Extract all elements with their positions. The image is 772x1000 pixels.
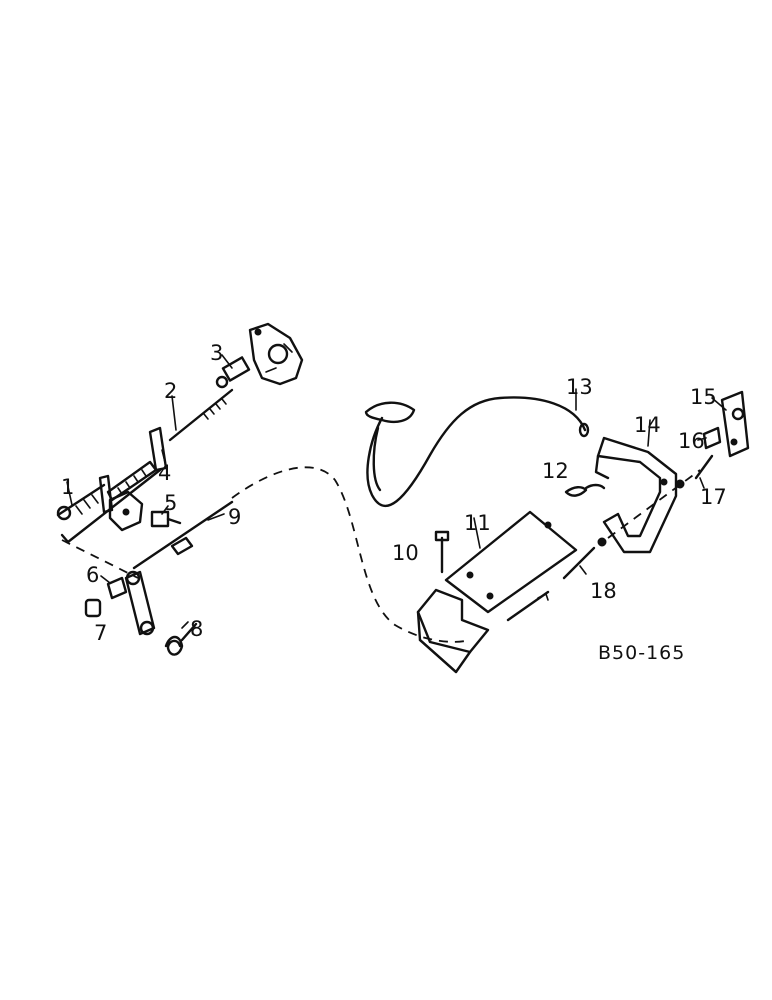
callout-8: 8	[190, 617, 203, 641]
block-clamp	[108, 490, 144, 532]
drawing-number: B50-165	[598, 642, 685, 664]
callout-5: 5	[164, 491, 177, 515]
callout-4: 4	[158, 461, 171, 485]
linkage-dashed-path	[61, 466, 471, 643]
part-9-cable	[132, 500, 234, 570]
part-12-spring	[564, 483, 606, 497]
part-3-fitting	[215, 356, 251, 389]
part-7-nut	[84, 598, 102, 618]
callout-13: 13	[566, 375, 593, 399]
part-17-bolt	[675, 454, 714, 489]
part-5-swivel	[150, 510, 182, 528]
callout-16: 16	[678, 429, 705, 453]
alignment-dashed-line	[607, 469, 701, 539]
part-11-pedal-plate	[444, 510, 578, 614]
pedal-bracket-base	[416, 588, 550, 674]
callout-18: 18	[590, 579, 617, 603]
part-15-bracket-plate	[720, 390, 750, 458]
callout-2: 2	[164, 379, 177, 403]
part-16-stud	[702, 426, 722, 450]
callout-15: 15	[690, 385, 717, 409]
part-8-spring	[164, 622, 198, 656]
part-6-spacer	[106, 576, 128, 600]
callout-11: 11	[464, 511, 491, 535]
callout-6: 6	[86, 563, 99, 587]
part-2-rod	[168, 388, 234, 442]
part-18-bolt	[562, 537, 607, 580]
carburetor-housing	[248, 322, 304, 386]
callout-14: 14	[634, 413, 661, 437]
callout-1: 1	[61, 475, 74, 499]
callout-3: 3	[210, 341, 223, 365]
pivot-arm	[124, 570, 156, 636]
part-13-pedal-rod	[364, 396, 590, 508]
part-10-bolt	[434, 530, 450, 574]
callout-10: 10	[392, 541, 419, 565]
callout-leaders	[66, 354, 727, 629]
callout-7: 7	[94, 621, 107, 645]
part-14-bracket	[594, 436, 678, 554]
part-1-bolt	[56, 483, 106, 521]
callout-9: 9	[228, 505, 241, 529]
part-4-throttle-lever	[60, 426, 168, 544]
callout-17: 17	[700, 485, 727, 509]
callout-12: 12	[542, 459, 569, 483]
